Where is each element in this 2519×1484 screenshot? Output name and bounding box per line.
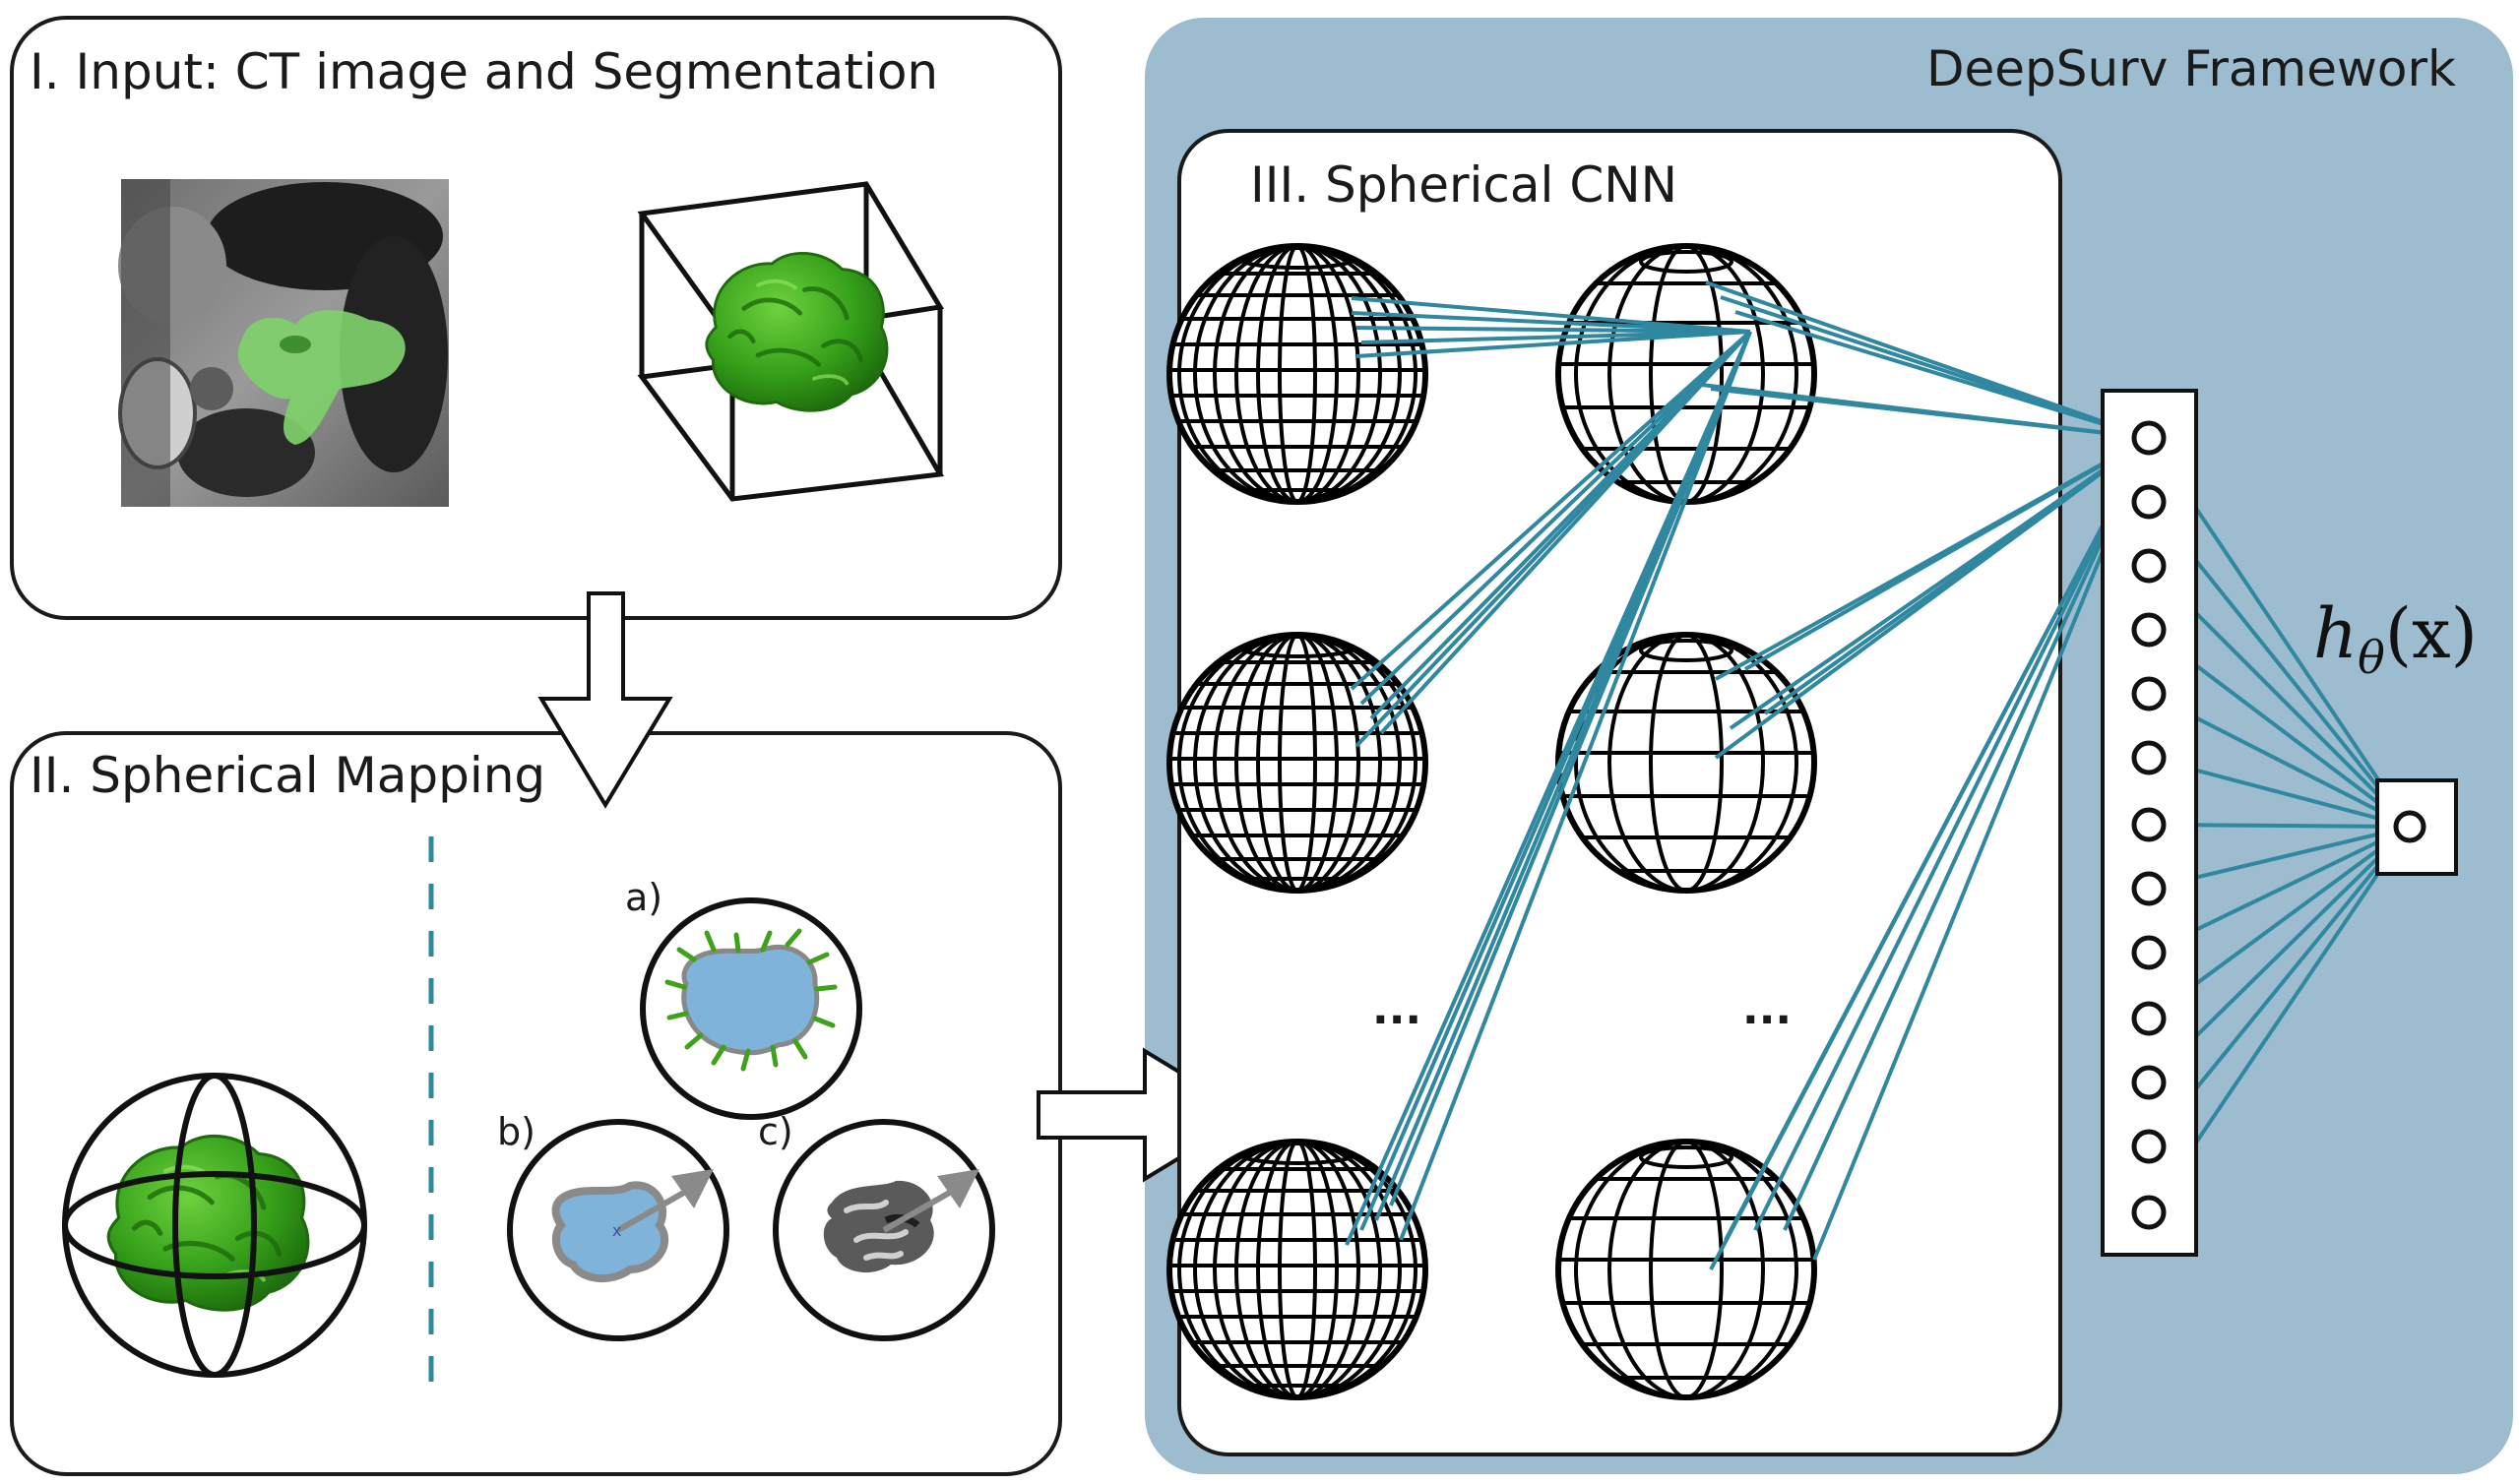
node-circle-icon (2131, 871, 2167, 906)
fully-connected-layer (2101, 389, 2198, 1257)
cnn-panel-title: III. Spherical CNN (1250, 156, 1677, 214)
output-node (2375, 778, 2458, 876)
wire-sphere-icon (1558, 246, 1814, 502)
node-circle-icon (2131, 420, 2167, 456)
mapping-panel-title: II. Spherical Mapping (30, 747, 545, 804)
mapping-option-c-icon (773, 1119, 995, 1341)
node-circle-icon (2131, 484, 2167, 520)
node-circle-icon (2131, 1129, 2167, 1164)
node-circle-icon (2131, 1195, 2167, 1230)
tumor-sphere-icon (62, 1073, 367, 1378)
mapping-label-b: b) (497, 1110, 535, 1153)
wire-sphere-icon (1169, 246, 1425, 502)
framework-title: DeepSurv Framework (1926, 40, 2456, 97)
mapping-label-c: c) (758, 1110, 793, 1153)
output-function-label: hθ(x) (2313, 593, 2478, 684)
node-circle-icon (2131, 740, 2167, 775)
ellipsis-column-1: ... (1372, 984, 1421, 1034)
wire-sphere-icon (1169, 635, 1425, 891)
wire-sphere-icon (1558, 1142, 1814, 1397)
node-circle-icon (2131, 807, 2167, 842)
wire-sphere-icon (1169, 1142, 1425, 1397)
mapping-option-a-icon (640, 897, 862, 1120)
node-circle-icon (2131, 935, 2167, 970)
tumor-3d-icon (637, 181, 945, 502)
ellipsis-column-2: ... (1742, 984, 1792, 1034)
wire-sphere-icon (1558, 635, 1814, 891)
node-circle-icon (2131, 612, 2167, 648)
mapping-label-a: a) (625, 876, 662, 919)
node-circle-icon (2131, 1001, 2167, 1036)
svg-text:x: x (612, 1221, 621, 1240)
node-circle-icon (2131, 676, 2167, 711)
mapping-option-b-icon: x (507, 1119, 729, 1341)
input-panel-title: I. Input: CT image and Segmentation (30, 43, 938, 100)
node-circle-icon (2131, 1065, 2167, 1100)
ct-slice-image (118, 179, 449, 507)
cnn-connection-lines (1345, 280, 2412, 1270)
node-circle-icon (2131, 548, 2167, 584)
